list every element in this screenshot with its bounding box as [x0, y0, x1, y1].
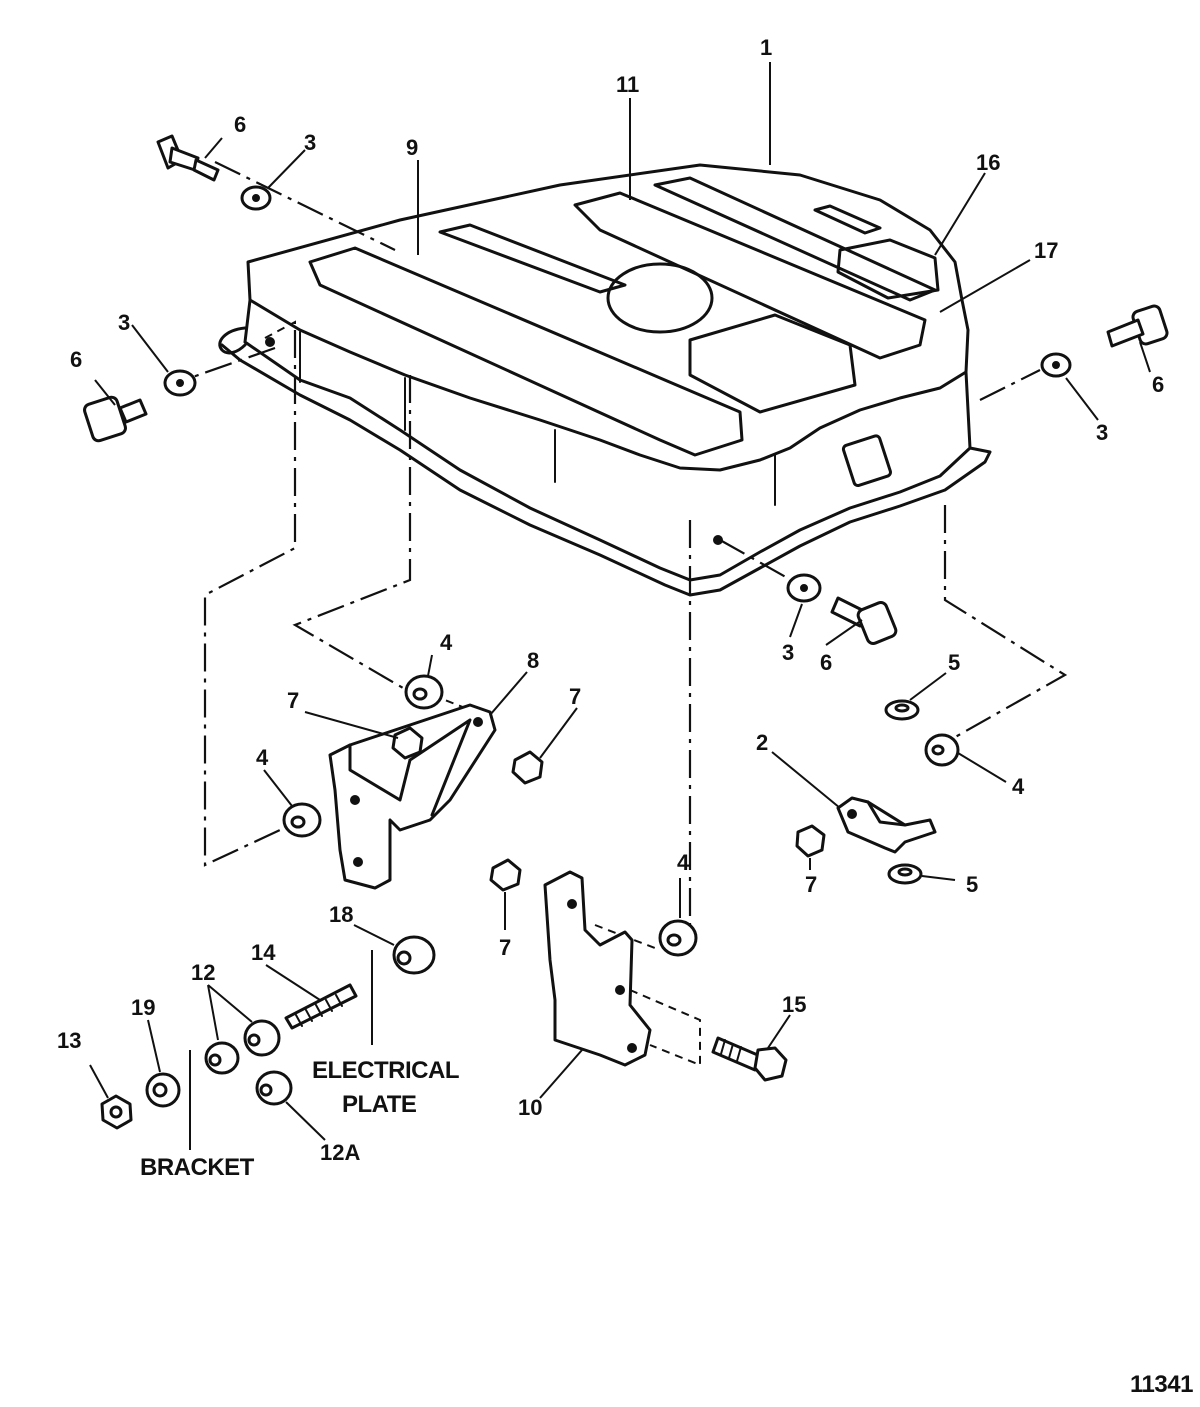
callout-7: 7 [499, 935, 511, 960]
screw-icon [83, 395, 127, 443]
nut-icon [391, 726, 424, 760]
cover-channel-center [438, 223, 627, 294]
screw-washer-top-left [156, 134, 272, 211]
callouts: 1 11 16 17 9 6 3 3 6 6 3 3 6 4 8 7 7 4 5… [57, 35, 1164, 1165]
cover-opening [606, 262, 714, 334]
figure-id: 11341 [1130, 1371, 1193, 1398]
callout-7: 7 [805, 872, 817, 897]
callout-7: 7 [569, 684, 581, 709]
callout-12a: 12A [320, 1140, 360, 1165]
callout-2: 2 [756, 730, 768, 755]
callout-6: 6 [1152, 372, 1164, 397]
nut-icon [511, 750, 544, 785]
bolt-15 [711, 1036, 788, 1082]
screw-icon [856, 601, 898, 645]
callout-3: 3 [1096, 420, 1108, 445]
screw-washer-right [1040, 304, 1169, 378]
caption-bracket: BRACKET [140, 1154, 255, 1181]
cover-slot-small [813, 204, 882, 235]
callout-4: 4 [440, 630, 453, 655]
screw-washer-bottom [786, 573, 898, 645]
callout-6: 6 [234, 112, 246, 137]
washers-5 [884, 699, 923, 885]
callout-13: 13 [57, 1028, 81, 1053]
nut-icon [795, 824, 826, 858]
callout-6: 6 [70, 347, 82, 372]
stud-14 [284, 983, 358, 1030]
callout-6: 6 [820, 650, 832, 675]
spacer-18 [392, 935, 436, 975]
callout-19: 19 [131, 995, 155, 1020]
callout-1: 1 [760, 35, 772, 60]
cover-label-16 [836, 238, 940, 300]
callout-18: 18 [329, 902, 353, 927]
callout-3: 3 [304, 130, 316, 155]
callout-5: 5 [966, 872, 978, 897]
nut-13 [100, 1094, 133, 1130]
washer-icon [145, 1072, 181, 1108]
nut-icon [489, 858, 522, 892]
callout-8: 8 [527, 648, 539, 673]
cover-flange-tab-left [218, 326, 247, 355]
callout-4: 4 [256, 745, 269, 770]
leader-lines [89, 62, 1151, 1150]
callout-4: 4 [677, 850, 690, 875]
callout-5: 5 [948, 650, 960, 675]
screw-washer-left [83, 369, 197, 443]
cover [218, 163, 992, 597]
cover-flange [220, 343, 992, 597]
bracket-2 [836, 796, 937, 854]
cover-label-pad [688, 313, 857, 414]
spacers-12 [204, 1019, 281, 1075]
spacer-12a [255, 1070, 293, 1106]
plate-10 [543, 870, 652, 1067]
cover-top-outline [246, 163, 970, 472]
caption-electrical: ELECTRICAL [312, 1057, 459, 1084]
callout-10: 10 [518, 1095, 542, 1120]
callout-12: 12 [191, 960, 215, 985]
callout-14: 14 [251, 940, 276, 965]
bracket-8 [328, 703, 497, 890]
caption-plate: PLATE [342, 1091, 417, 1118]
callout-17: 17 [1034, 238, 1058, 263]
callout-3: 3 [118, 310, 130, 335]
washer-19 [145, 1072, 181, 1108]
spacers-4 [282, 674, 960, 957]
callout-9: 9 [406, 135, 418, 160]
callout-16: 16 [976, 150, 1000, 175]
callout-7: 7 [287, 688, 299, 713]
callout-3: 3 [782, 640, 794, 665]
captions: ELECTRICAL PLATE BRACKET 11341 [140, 1057, 1194, 1398]
cover-channel-right [573, 191, 927, 360]
bolt-head-icon [753, 1046, 788, 1082]
callout-11: 11 [616, 72, 639, 97]
callout-4: 4 [1012, 774, 1025, 799]
nut-icon [100, 1094, 133, 1130]
cover-skirt [243, 298, 972, 582]
nuts-7 [391, 726, 826, 892]
cover-channel-left [308, 246, 744, 457]
spacer-icon [243, 1019, 281, 1057]
callout-15: 15 [782, 992, 806, 1017]
cover-side-window [841, 434, 892, 487]
